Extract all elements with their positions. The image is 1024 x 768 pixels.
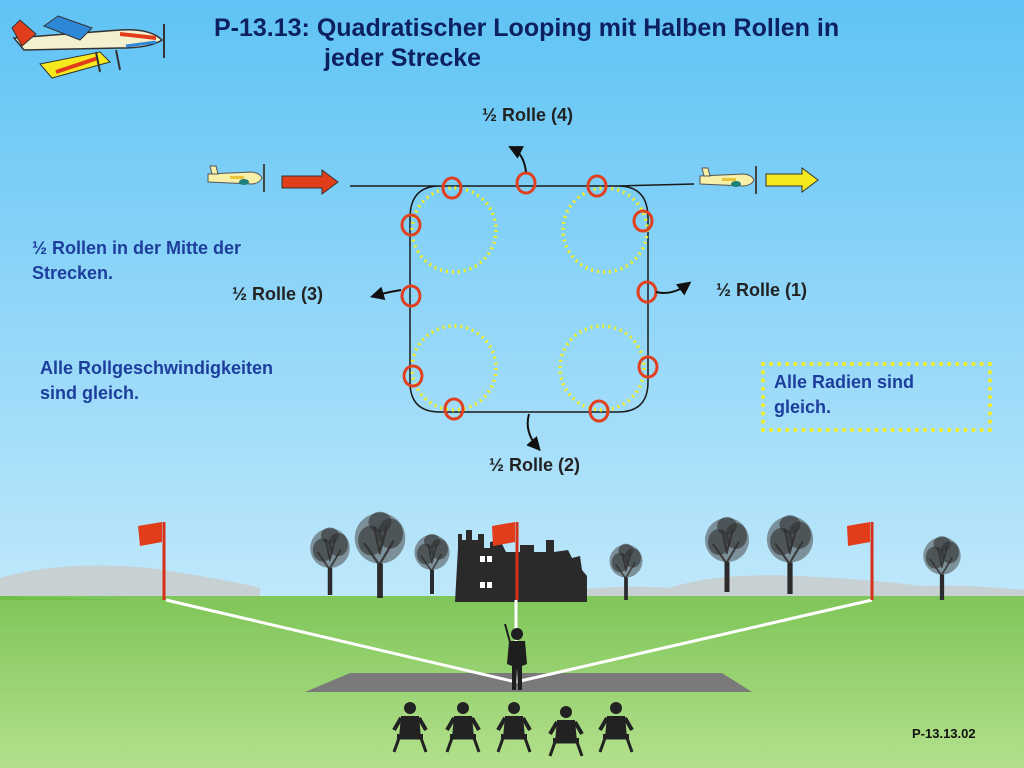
note-roll-speeds: Alle Rollgeschwindigkeiten sind gleich. — [40, 356, 273, 406]
entry-arrow — [281, 169, 339, 195]
runway — [305, 673, 752, 692]
roll-arrows — [369, 146, 692, 452]
castle-ruin-icon — [455, 530, 587, 602]
note-equal-radii-line2: gleich. — [774, 397, 832, 417]
roll-3-label: ½ Rolle (3) — [232, 284, 324, 304]
note-rolls-middle-line1: ½ Rollen in der Mitte der — [32, 238, 242, 258]
slide-code: P-13.13.02 — [912, 726, 976, 741]
page-title: P-13.13: Quadratischer Looping mit Halbe… — [214, 14, 840, 42]
sky — [0, 0, 1024, 600]
pilot-silhouette-icon — [504, 623, 527, 690]
roll-markers — [400, 171, 659, 423]
note-rolls-middle-line2: Strecken. — [32, 263, 114, 283]
radii-note-box — [761, 362, 992, 432]
note-rolls-middle: ½ Rollen in der Mitte der Strecken. — [32, 236, 241, 286]
note-roll-speeds-line1: Alle Rollgeschwindigkeiten — [40, 358, 274, 378]
roll-2-label: ½ Rolle (2) — [489, 455, 581, 475]
exit-arrow — [765, 167, 819, 193]
note-equal-radii: Alle Radien sind gleich. — [774, 370, 914, 420]
note-equal-radii-line1: Alle Radien sind — [774, 372, 915, 392]
flight-path — [350, 183, 695, 413]
roll-1-label: ½ Rolle (1) — [716, 280, 808, 300]
note-roll-speeds-line2: sind gleich. — [40, 383, 140, 403]
roll-4-label: ½ Rolle (4) — [482, 105, 574, 125]
page-title-line2: jeder Strecke — [324, 44, 482, 72]
flags — [138, 522, 874, 600]
aerobatic-plane-icon — [11, 15, 165, 79]
